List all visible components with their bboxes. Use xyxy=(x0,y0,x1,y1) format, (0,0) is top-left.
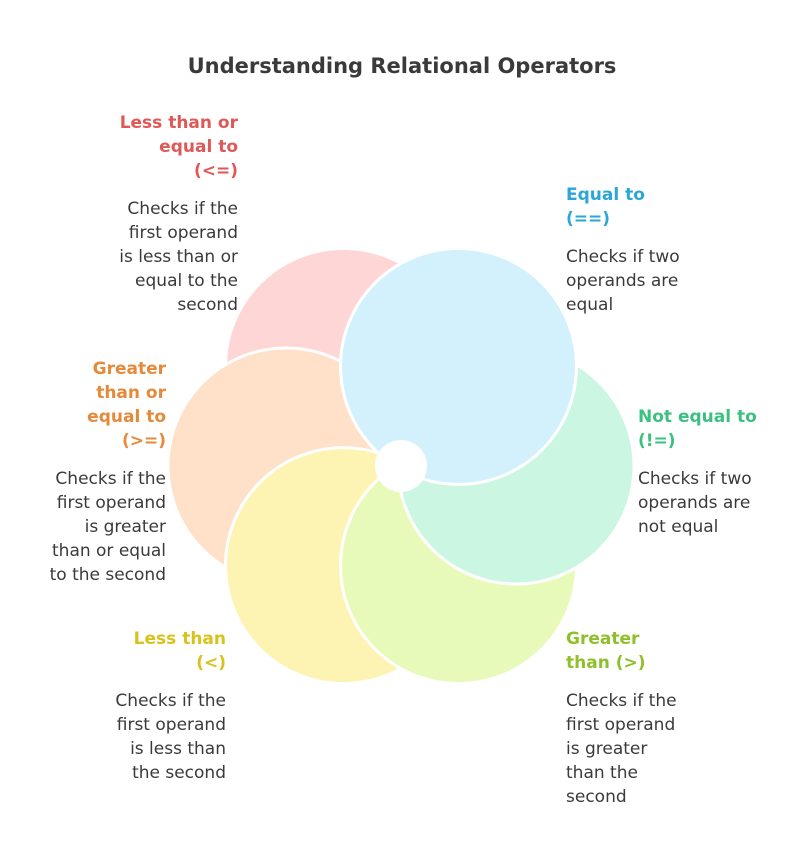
operator-greater-description: Checks if the first operand is greater t… xyxy=(566,691,677,807)
operator-greater-label: Greater than (>) xyxy=(566,629,646,673)
wheel-hub xyxy=(375,440,427,492)
operator-less-equal: Less than or equal to (<=) Checks if the… xyxy=(119,111,238,317)
operator-equal-label: Equal to (==) xyxy=(566,185,645,229)
operator-greater-equal-label: Greater than or equal to (>=) xyxy=(87,359,166,451)
operator-not-equal: Not equal to (!=) Checks if two operands… xyxy=(638,405,757,539)
operator-greater: Greater than (>) Checks if the first ope… xyxy=(566,627,677,809)
operator-less: Less than (<) Checks if the first operan… xyxy=(115,627,226,785)
operator-greater-equal: Greater than or equal to (>=) Checks if … xyxy=(50,357,166,587)
operator-less-equal-label: Less than or equal to (<=) xyxy=(119,113,238,181)
operator-less-description: Checks if the first operand is less than… xyxy=(115,691,226,783)
operator-less-label: Less than (<) xyxy=(133,629,226,673)
operator-less-equal-description: Checks if the first operand is less than… xyxy=(119,199,238,315)
operator-not-equal-description: Checks if two operands are not equal xyxy=(638,469,752,537)
operator-equal: Equal to (==) Checks if two operands are… xyxy=(566,183,680,317)
petal-equal xyxy=(339,246,578,486)
operator-greater-equal-description: Checks if the first operand is greater t… xyxy=(49,469,166,585)
operator-equal-description: Checks if two operands are equal xyxy=(566,247,680,315)
operator-not-equal-label: Not equal to (!=) xyxy=(638,407,757,451)
diagram-title: Understanding Relational Operators xyxy=(187,54,617,78)
